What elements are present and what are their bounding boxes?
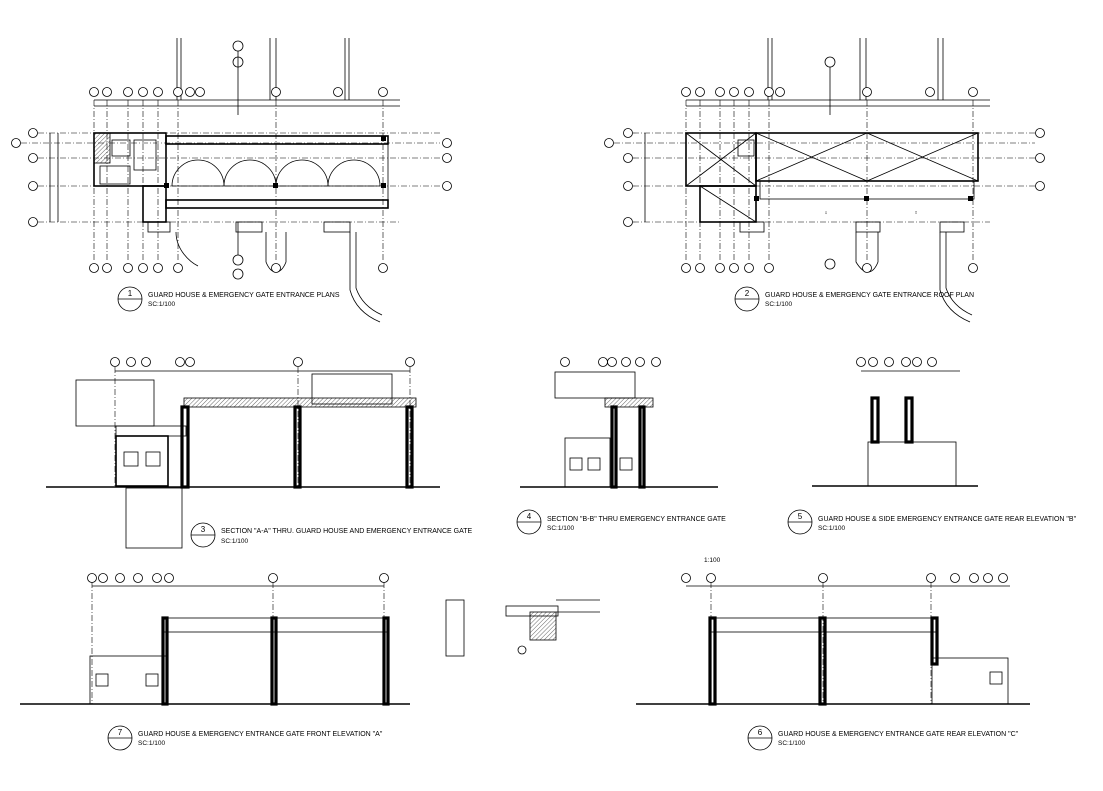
drawing-title-3: SECTION "A-A" THRU. GUARD HOUSE AND EMER… xyxy=(221,528,473,535)
drawing-number-7: 7 xyxy=(118,728,123,737)
title-3: 3 SECTION "A-A" THRU. GUARD HOUSE AND EM… xyxy=(190,522,473,548)
elevation-6-drawing xyxy=(636,573,1030,706)
svg-text:⇧: ⇧ xyxy=(914,210,917,215)
drawing-number-5: 5 xyxy=(798,512,803,521)
drawing-scale-1: SC:1/100 xyxy=(148,301,175,308)
drawing-scale-3: SC:1/100 xyxy=(221,538,248,545)
elevation-5-drawing xyxy=(812,357,978,487)
drawing-title-7: GUARD HOUSE & EMERGENCY ENTRANCE GATE FR… xyxy=(138,731,383,738)
drawing-title-4: SECTION "B-B" THRU EMERGENCY ENTRANCE GA… xyxy=(547,516,726,523)
drawing-scale-7: SC:1/100 xyxy=(138,740,165,747)
title-6: 6 GUARD HOUSE & EMERGENCY ENTRANCE GATE … xyxy=(747,725,1019,751)
drawing-title-6: GUARD HOUSE & EMERGENCY ENTRANCE GATE RE… xyxy=(778,731,1019,738)
drawing-scale-4: SC:1/100 xyxy=(547,525,574,532)
drawing-number-4: 4 xyxy=(527,512,532,521)
drawing-scale-6: SC:1/100 xyxy=(778,740,805,747)
drawing-scale-5: SC:1/100 xyxy=(818,525,845,532)
title-5: 5 GUARD HOUSE & SIDE EMERGENCY ENTRANCE … xyxy=(787,509,1077,535)
section-4-drawing xyxy=(520,357,718,489)
drawing-number-3: 3 xyxy=(201,525,206,534)
drawing-title-2: GUARD HOUSE & EMERGENCY GATE ENTRANCE RO… xyxy=(765,292,974,299)
drawing-number-1: 1 xyxy=(128,289,133,298)
plan-1-grid-top xyxy=(89,87,388,97)
detail-drawing xyxy=(445,599,600,657)
title-4: 4 SECTION "B-B" THRU EMERGENCY ENTRANCE … xyxy=(516,509,726,535)
drawing-scale-2: SC:1/100 xyxy=(765,301,792,308)
title-1: 1 GUARD HOUSE & EMERGENCY GATE ENTRANCE … xyxy=(117,286,340,312)
drawing-number-2: 2 xyxy=(745,289,750,298)
title-2: 2 GUARD HOUSE & EMERGENCY GATE ENTRANCE … xyxy=(734,286,974,312)
elevation-7-drawing xyxy=(20,573,410,706)
scale-note: 1:100 xyxy=(704,557,721,564)
drawing-number-6: 6 xyxy=(758,728,763,737)
plan-1-drawing xyxy=(11,38,452,323)
drawing-title-5: GUARD HOUSE & SIDE EMERGENCY ENTRANCE GA… xyxy=(818,516,1077,523)
title-7: 7 GUARD HOUSE & EMERGENCY ENTRANCE GATE … xyxy=(107,725,383,751)
section-3-drawing xyxy=(46,357,440,549)
svg-text:⇩: ⇩ xyxy=(824,210,827,215)
plan-2-drawing: ⇩ ⇧ xyxy=(604,38,1045,323)
drawing-title-1: GUARD HOUSE & EMERGENCY GATE ENTRANCE PL… xyxy=(148,292,340,299)
